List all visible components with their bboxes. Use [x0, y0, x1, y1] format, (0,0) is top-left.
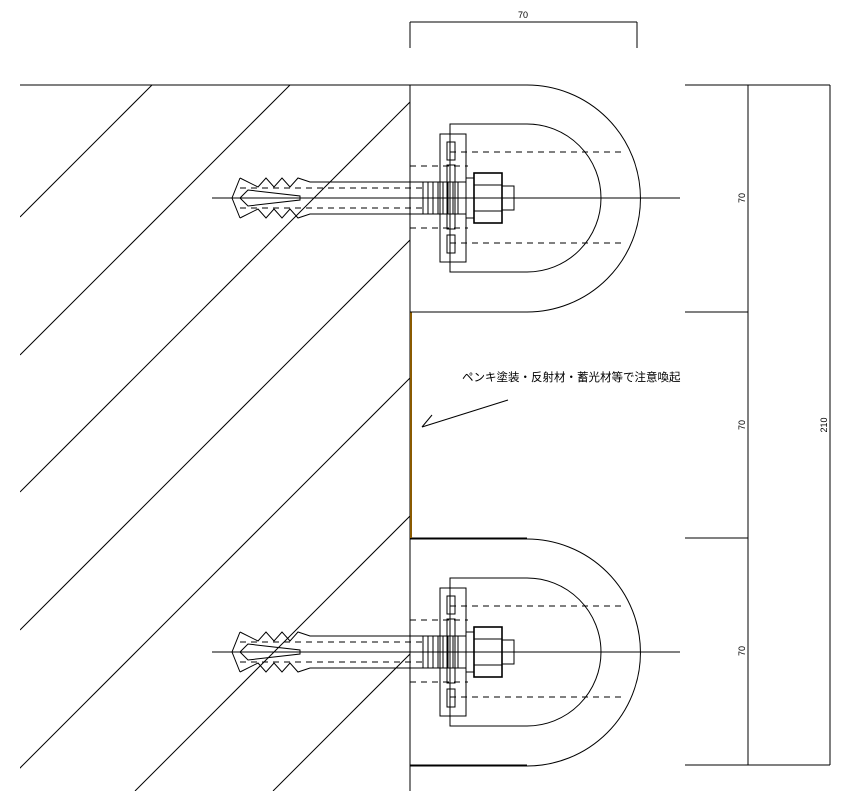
plate-core	[446, 164, 456, 230]
u-bolt-inner-edge	[449, 123, 602, 273]
anchor-sleeve-top	[239, 177, 423, 188]
anchor-assembly-upper	[212, 84, 680, 313]
segment-upper-label: 70	[737, 193, 747, 203]
leader-arrowhead	[421, 414, 433, 428]
concrete-section	[20, 84, 411, 791]
total-height-label: 210	[819, 417, 829, 432]
anchor-assembly-lower	[211, 538, 681, 767]
top-width-label: 70	[518, 10, 528, 20]
anchor-sleeve-bottom	[239, 208, 423, 219]
segment-middle-label: 70	[737, 420, 747, 430]
top-dimension: 70	[409, 10, 638, 48]
right-dimensions: 70 70 70 210	[685, 84, 831, 766]
concrete-hatching	[20, 85, 410, 791]
hidden-lines	[410, 151, 626, 244]
plate-notch	[446, 234, 456, 254]
plate-notch	[446, 141, 456, 161]
caution-note: ペンキ塗装・反射材・蓄光材等で注意喚起	[462, 370, 681, 384]
segment-lower-label: 70	[737, 646, 747, 656]
anchor-bore-lines	[240, 187, 423, 209]
anchor-cone	[239, 189, 301, 207]
leader-line	[421, 399, 509, 428]
caution-annotation: ペンキ塗装・反射材・蓄光材等で注意喚起	[421, 370, 681, 428]
